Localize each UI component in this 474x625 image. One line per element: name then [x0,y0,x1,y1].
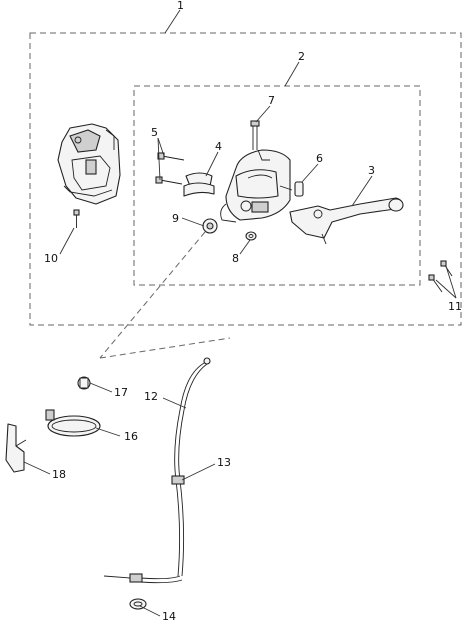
lever-housing-part [220,149,293,223]
pin-6-part [294,181,304,197]
callout-3: 3 [368,164,375,177]
leader-lines [23,9,457,617]
nut-9-part [202,218,218,234]
callout-10: 10 [44,252,58,265]
callout-5: 5 [151,126,158,139]
assembly-box-inner [133,85,421,286]
clamp-4-part [183,172,215,197]
projection-line-a [99,231,206,359]
callout-2: 2 [298,50,305,63]
callout-4: 4 [215,140,222,153]
callout-12: 12 [144,390,158,403]
callout-16: 16 [124,430,138,443]
screw-10-part [73,209,80,228]
bolt-7-part [250,120,260,150]
screws-5-part [155,152,185,185]
callout-18: 18 [52,468,66,481]
callout-11: 11 [448,300,462,313]
lever-3-part [289,197,404,245]
callout-7: 7 [268,94,275,107]
callout-9: 9 [172,212,179,225]
callout-13: 13 [217,456,231,469]
callout-1: 1 [177,0,184,12]
clip-17-part [77,376,91,390]
callout-14: 14 [162,610,176,623]
assembly-box-outer [29,32,462,326]
callout-6: 6 [316,152,323,165]
callout-17: 17 [114,386,128,399]
switch-housing-part [57,123,121,205]
band-16-part [45,409,101,437]
screws-11-part [428,260,453,293]
projection-line-b [99,337,231,359]
washer-8-part [245,231,257,241]
callout-8: 8 [232,252,239,265]
bracket-18-part [5,423,27,473]
cable-12-part [103,357,211,584]
